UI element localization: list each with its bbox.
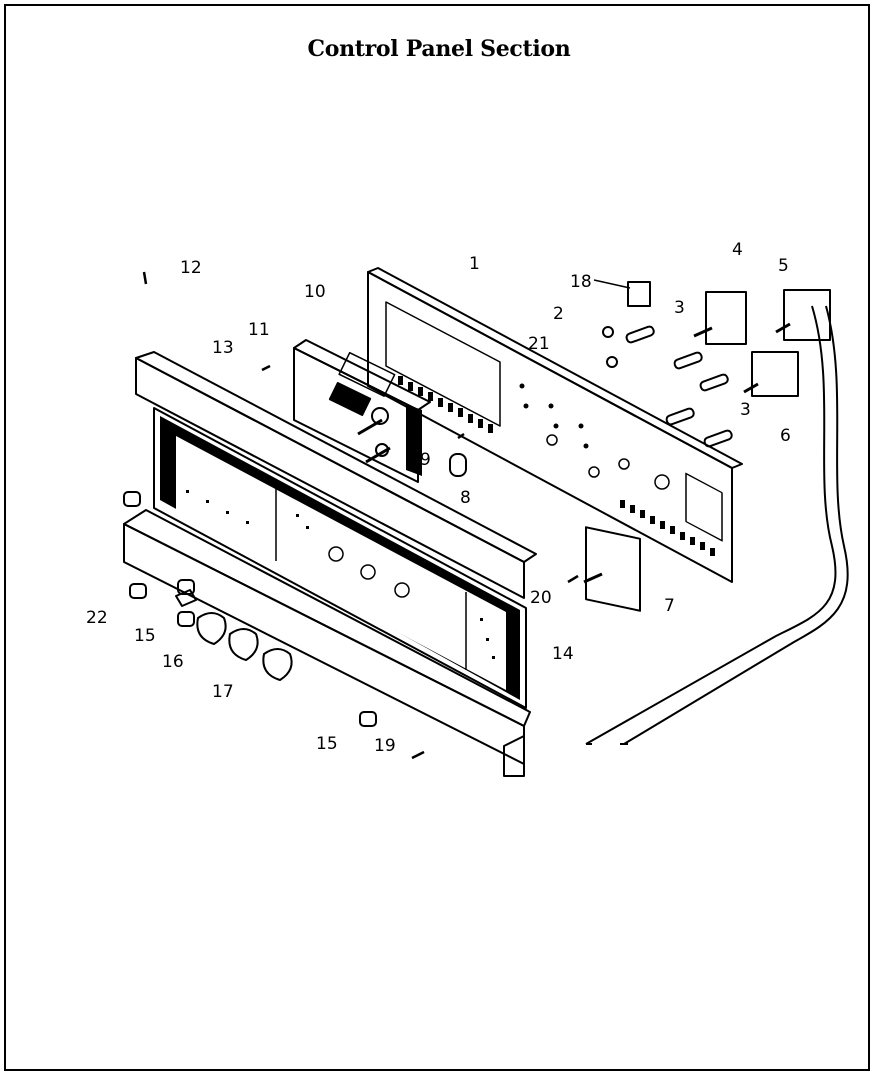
callout-2: 2: [553, 304, 564, 324]
callout-15-bottom: 15: [316, 734, 338, 754]
callout-7: 7: [664, 596, 675, 616]
wiring-harness: [585, 305, 849, 745]
callout-20: 20: [530, 588, 552, 608]
clock-timer-assembly: [293, 339, 431, 483]
callout-3-top: 3: [674, 298, 685, 318]
indicator-lamps: [449, 325, 733, 477]
callout-16: 16: [162, 652, 184, 672]
knobs-and-bezels: [123, 491, 377, 727]
callout-22: 22: [86, 608, 108, 628]
callout-5: 5: [778, 256, 789, 276]
callout-10: 10: [304, 282, 326, 302]
callout-11: 11: [248, 320, 270, 340]
callout-18: 18: [570, 272, 592, 292]
screws: [142, 271, 579, 760]
front-control-panel: [135, 351, 537, 709]
lower-trim-channel: [123, 509, 531, 777]
callout-14: 14: [552, 644, 574, 664]
callout-4: 4: [732, 240, 743, 260]
drawing-sheet: Control Panel Section: [4, 4, 870, 1071]
callout-8: 8: [460, 488, 471, 508]
callout-6: 6: [780, 426, 791, 446]
callout-13: 13: [212, 338, 234, 358]
callout-9: 9: [420, 450, 431, 470]
callout-19: 19: [374, 736, 396, 756]
leader-lines: [593, 279, 631, 289]
rear-control-panel: [367, 267, 743, 583]
callout-1: 1: [469, 254, 480, 274]
callout-21: 21: [528, 334, 550, 354]
exploded-parts-drawing: [123, 267, 849, 777]
callout-12: 12: [180, 258, 202, 278]
callout-3-bottom: 3: [740, 400, 751, 420]
callout-17: 17: [212, 682, 234, 702]
switch-assemblies: [583, 281, 831, 612]
callout-15-left: 15: [134, 626, 156, 646]
diagram-title: Control Panel Section: [307, 36, 571, 62]
